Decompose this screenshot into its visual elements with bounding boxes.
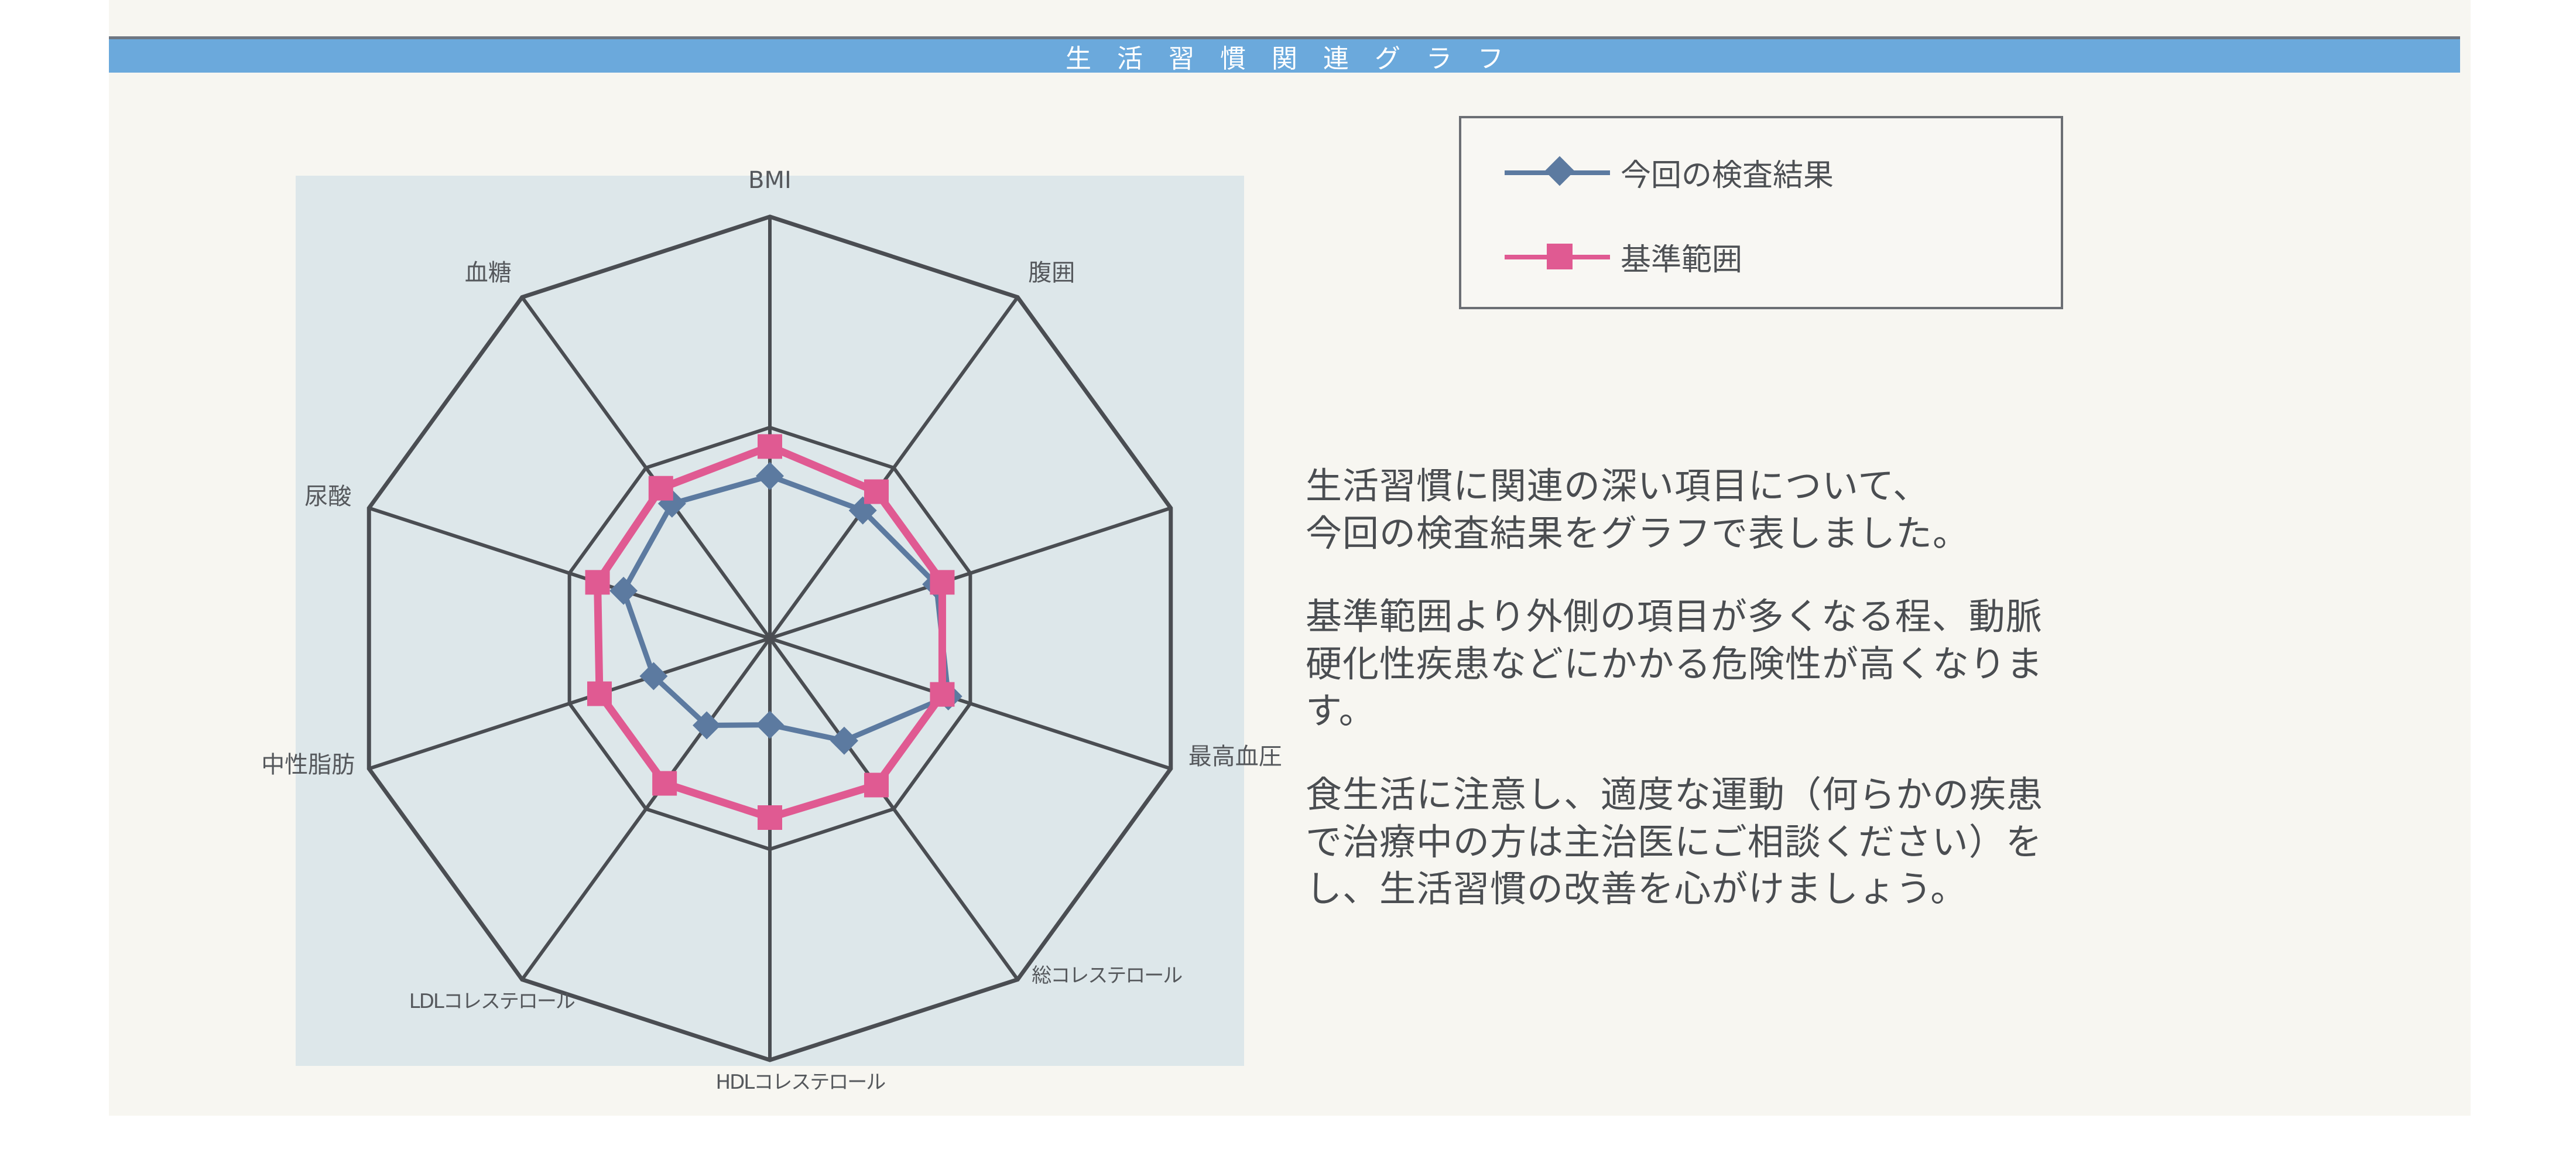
- radar-inner-ring-segment: [645, 426, 770, 470]
- explanation-paragraph-1: 生活習慣に関連の深い項目について、今回の検査結果をグラフで表しました。: [1306, 464, 1970, 555]
- radar-inner-ring-segment: [769, 807, 895, 851]
- radar-grid: [366, 214, 1173, 1062]
- radar-inner-ring-segment: [892, 466, 972, 575]
- diamond-marker-icon: [1544, 156, 1575, 186]
- radar-chart: BMI 腹囲最高血圧総コレステロール HDLコレステロール LDLコレステロール 中性脂…: [261, 167, 1282, 1094]
- square-marker-icon: [758, 805, 782, 830]
- legend-swatch-result: [1505, 156, 1610, 186]
- legend-item-reference: 基準範囲: [1505, 233, 1742, 280]
- explanation-paragraph-2: 基準範囲より外側の項目が多くなる程、動脈硬化性疾患などにかかる危険性が高くなりま…: [1306, 595, 2044, 733]
- legend-item-result: 今回の検査結果: [1505, 149, 1834, 196]
- square-marker-icon: [648, 476, 673, 501]
- diamond-marker-icon: [756, 461, 784, 490]
- legend-label-reference: 基準範囲: [1621, 242, 1743, 278]
- axis-label-3: 最高血圧: [1188, 743, 1282, 771]
- square-marker-icon: [1547, 244, 1573, 269]
- radar-inner-ring-segment: [568, 702, 648, 811]
- explanation-paragraph-3: 食生活に注意し、適度な運動（何らかの疾患で治療中の方は主治医にご相談ください）を…: [1306, 772, 2044, 911]
- square-marker-icon: [652, 771, 677, 796]
- axis-label-7: 中性脂肪: [261, 751, 355, 779]
- axis-label-0: BMI: [748, 167, 792, 194]
- axis-label-4: 総コレステロール: [1032, 963, 1183, 987]
- radar-series: [585, 434, 962, 830]
- axis-label-6: LDLコレステロール: [409, 989, 576, 1013]
- square-marker-icon: [930, 682, 955, 707]
- axis-label-1: 腹囲: [1028, 259, 1075, 286]
- axis-label-8: 尿酸: [304, 483, 352, 510]
- diamond-marker-icon: [693, 711, 721, 740]
- square-marker-icon: [585, 570, 610, 595]
- explanation-text: 生活習慣に関連の深い項目について、今回の検査結果をグラフで表しました。 基準範囲…: [1306, 463, 2535, 913]
- page-title: 生活習慣関連グラフ: [1066, 43, 1529, 74]
- radar-inner-ring-segment: [645, 807, 770, 851]
- diamond-marker-icon: [609, 576, 638, 605]
- legend-label-result: 今回の検査結果: [1621, 158, 1834, 193]
- square-marker-icon: [930, 570, 955, 595]
- square-marker-icon: [864, 479, 889, 504]
- axis-label-5: HDLコレステロール: [715, 1070, 886, 1094]
- radar-inner-ring-segment: [769, 426, 895, 470]
- square-marker-icon: [587, 681, 612, 706]
- axis-label-9: 血糖: [464, 259, 512, 286]
- diamond-marker-icon: [830, 726, 858, 755]
- diamond-marker-icon: [756, 710, 784, 739]
- page-title-bar: 生活習慣関連グラフ: [109, 36, 2460, 74]
- radar-inner-ring-segment: [568, 466, 648, 575]
- diamond-marker-icon: [639, 662, 668, 690]
- chart-legend: 今回の検査結果 基準範囲: [1459, 116, 2063, 309]
- square-marker-icon: [758, 434, 782, 459]
- legend-swatch-reference: [1505, 244, 1610, 269]
- square-marker-icon: [864, 772, 889, 798]
- radar-inner-ring-segment: [892, 702, 972, 811]
- radar-chart-svg: [366, 214, 1173, 1062]
